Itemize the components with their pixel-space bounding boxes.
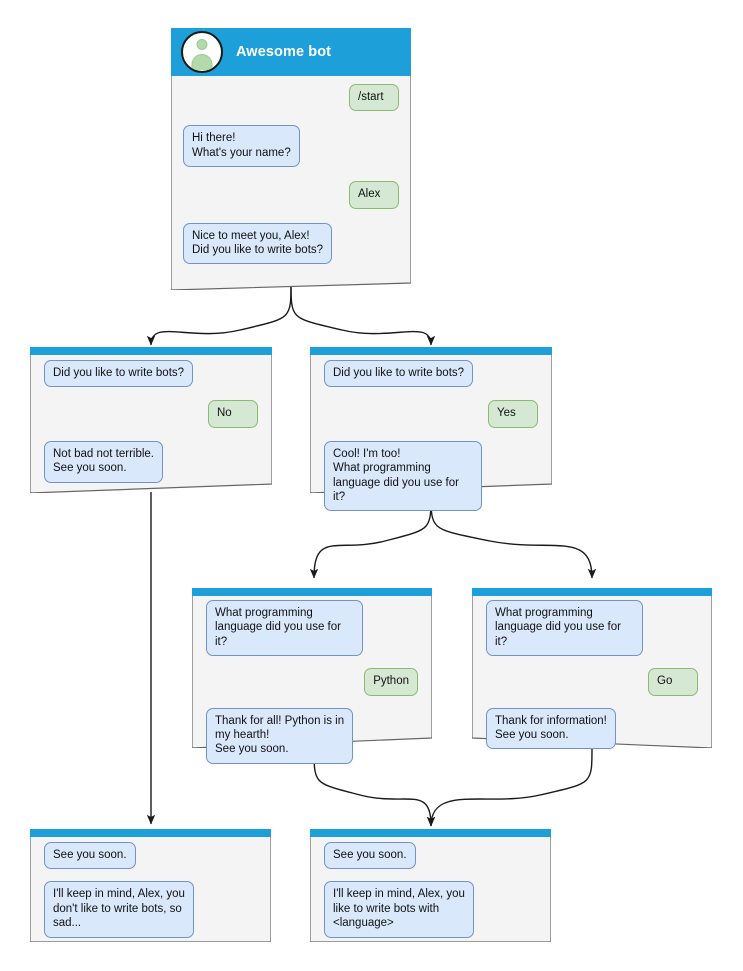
user-avatar-icon <box>181 31 223 73</box>
chat-bubble-user: Yes <box>488 400 538 428</box>
chat-bubble-user: Go <box>648 668 698 696</box>
chat-transcript-root: /start Hi there! What's your name? Alex … <box>171 84 411 265</box>
chat-bubble-user: /start <box>349 84 399 112</box>
chat-bubble-user: No <box>208 400 258 428</box>
chat-bubble-bot: Did you like to write bots? <box>324 360 474 388</box>
card-branch-go[interactable]: What programming language did you use fo… <box>472 588 712 750</box>
chat-bubble-bot: See you soon. <box>44 842 136 870</box>
chat-bubble-bot: Thank for all! Python is in my hearth! S… <box>206 707 354 764</box>
card-root-awesome-bot[interactable]: Awesome bot /start Hi there! What's your… <box>171 28 411 290</box>
connector-root-to-no <box>146 282 292 346</box>
chat-transcript-go: What programming language did you use fo… <box>472 600 712 750</box>
chat-bubble-bot: Hi there! What's your name? <box>183 125 300 168</box>
chat-bubble-bot: What programming language did you use fo… <box>486 600 643 657</box>
chat-transcript-no: Did you like to write bots? No Not bad n… <box>30 360 272 483</box>
chat-bubble-bot: I'll keep in mind, Alex, you like to wri… <box>324 881 474 938</box>
chat-transcript-python: What programming language did you use fo… <box>192 600 432 764</box>
chat-bubble-user: Alex <box>349 181 399 209</box>
card-branch-python[interactable]: What programming language did you use fo… <box>192 588 432 764</box>
chat-transcript-end-happy: See you soon. I'll keep in mind, Alex, y… <box>310 842 551 938</box>
connector-go-to-end-happy <box>426 747 593 827</box>
chat-bubble-user: Python <box>364 668 418 696</box>
card-end-happy[interactable]: See you soon. I'll keep in mind, Alex, y… <box>310 829 551 942</box>
chat-bubble-bot: Nice to meet you, Alex! Did you like to … <box>183 222 333 265</box>
chat-bubble-bot: Cool! I'm too! What programming language… <box>324 440 483 512</box>
chat-bubble-bot: Thank for information! See you soon. <box>486 707 616 750</box>
card-branch-no[interactable]: Did you like to write bots? No Not bad n… <box>30 347 272 493</box>
card-end-sad[interactable]: See you soon. I'll keep in mind, Alex, y… <box>30 829 271 942</box>
bot-header: Awesome bot <box>171 28 411 76</box>
bot-title: Awesome bot <box>236 44 332 60</box>
chat-bubble-bot: I'll keep in mind, Alex, you don't like … <box>44 881 194 938</box>
chat-bubble-bot: Did you like to write bots? <box>44 360 194 388</box>
chat-bubble-bot: Not bad not terrible. See you soon. <box>44 440 164 483</box>
chat-transcript-end-sad: See you soon. I'll keep in mind, Alex, y… <box>30 842 271 938</box>
chat-bubble-bot: What programming language did you use fo… <box>206 600 363 657</box>
chat-transcript-yes: Did you like to write bots? Yes Cool! I'… <box>310 360 552 512</box>
chat-bubble-bot: See you soon. <box>324 842 416 870</box>
card-branch-yes[interactable]: Did you like to write bots? Yes Cool! I'… <box>310 347 552 512</box>
connector-root-to-yes <box>290 282 436 346</box>
